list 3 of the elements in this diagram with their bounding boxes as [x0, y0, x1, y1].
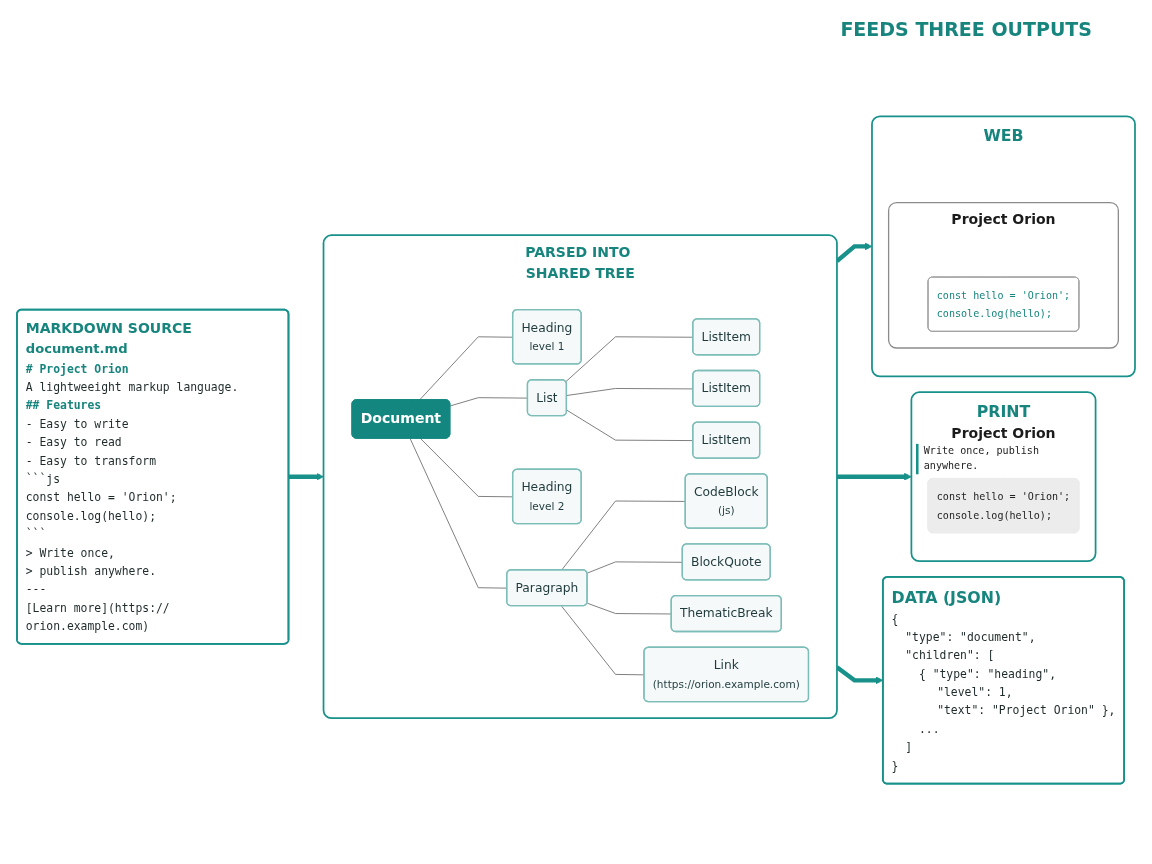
arrow	[288, 472, 324, 481]
section-heading: FEEDS THREE OUTPUTS	[840, 18, 1092, 40]
arrow	[836, 472, 912, 481]
